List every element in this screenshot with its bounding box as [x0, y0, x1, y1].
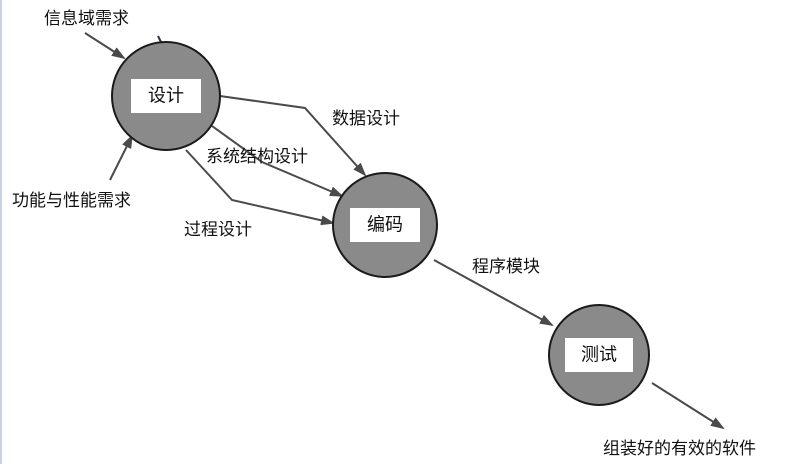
label-data-design: 数据设计	[332, 109, 400, 129]
arrow-func-perf-to-design	[109, 134, 133, 181]
label-valid-software: 组装好的有效的软件	[603, 439, 756, 459]
arrow-procedural-design	[185, 149, 335, 226]
label-func-perf-req: 功能与性能需求	[12, 191, 131, 211]
label-procedural-design: 过程设计	[184, 220, 252, 240]
label-info-domain-req: 信息域需求	[44, 9, 129, 29]
arrow-info-domain-to-design	[84, 32, 126, 60]
node-design: 设计	[111, 41, 221, 151]
arrow-data-design	[219, 95, 367, 177]
label-program-modules: 程序模块	[472, 257, 540, 277]
node-coding-label: 编码	[367, 215, 403, 236]
node-testing: 测试	[548, 304, 650, 406]
node-testing-label: 测试	[581, 345, 617, 366]
node-testing-box	[565, 338, 633, 372]
label-arch-design: 系统结构设计	[206, 147, 308, 167]
node-design-box	[131, 79, 201, 113]
node-coding: 编码	[332, 172, 438, 278]
arrow-arch-design	[211, 125, 344, 197]
node-design-label: 设计	[148, 86, 184, 107]
arrow-program-modules	[433, 259, 554, 326]
arrow-to-valid-software	[651, 382, 725, 430]
node-coding-box	[350, 208, 420, 242]
